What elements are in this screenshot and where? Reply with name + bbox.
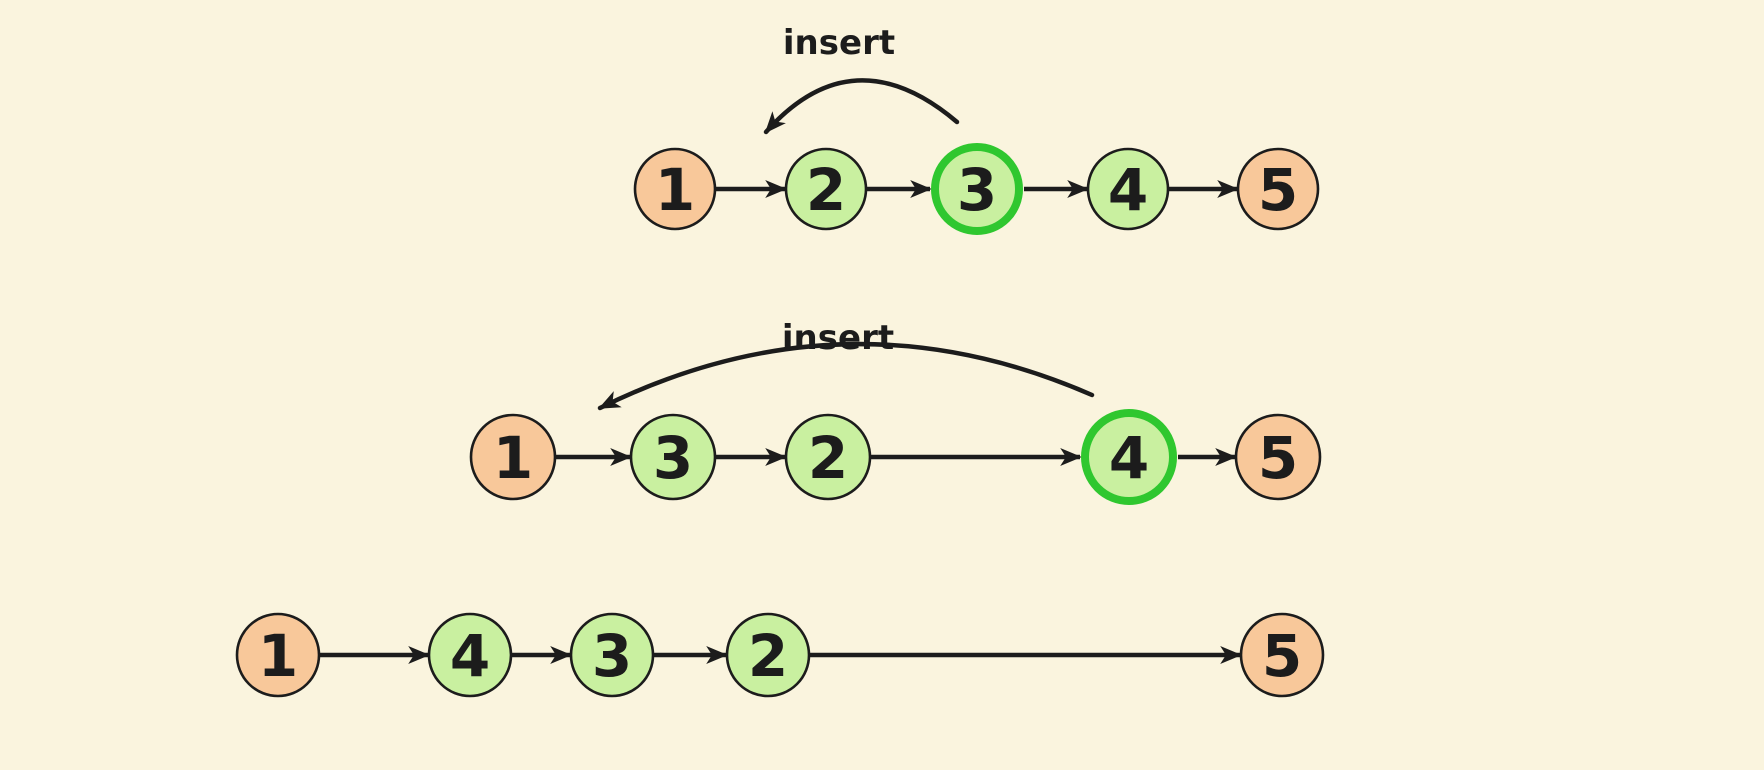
list-node-value: 1 <box>655 156 695 224</box>
list-node: 1 <box>469 413 557 501</box>
list-node-value: 4 <box>1109 424 1149 492</box>
list-node-circle <box>469 413 557 501</box>
list-node-circle <box>569 612 655 698</box>
list-node-value: 4 <box>450 622 490 690</box>
list-node-circle <box>633 147 717 231</box>
list-node-circle <box>784 147 868 231</box>
list-node: 1 <box>235 612 321 698</box>
insert-arrow-2 <box>597 341 1095 411</box>
list-node-value: 3 <box>653 424 693 492</box>
list-node: 5 <box>1239 612 1325 698</box>
list-node: 5 <box>1236 147 1320 231</box>
list-node-value: 1 <box>493 424 533 492</box>
list-node: 4 <box>1081 409 1177 505</box>
list-node: 4 <box>1086 147 1170 231</box>
list-node-value: 2 <box>748 622 788 690</box>
insert-label: insert <box>783 23 895 63</box>
list-node-circle <box>235 612 321 698</box>
list-node: 2 <box>784 413 872 501</box>
list-node-circle <box>629 413 717 501</box>
list-node-value: 1 <box>258 622 298 690</box>
list-node-circle <box>725 612 811 698</box>
list-node-circle <box>1236 147 1320 231</box>
list-node: 5 <box>1234 413 1322 501</box>
list-node-circle <box>1234 413 1322 501</box>
list-node-value: 2 <box>806 156 846 224</box>
list-node-value: 5 <box>1258 424 1298 492</box>
list-node: 2 <box>784 147 868 231</box>
list-node: 3 <box>629 413 717 501</box>
list-node-value: 4 <box>1108 156 1148 224</box>
list-node-circle <box>1086 147 1170 231</box>
list-node-circle <box>427 612 513 698</box>
list-node: 2 <box>725 612 811 698</box>
list-node-circle <box>784 413 872 501</box>
list-node: 3 <box>569 612 655 698</box>
list-node-value: 3 <box>592 622 632 690</box>
list-node-circle-highlighted <box>931 143 1023 235</box>
list-node: 3 <box>931 143 1023 235</box>
list-node-circle <box>1239 612 1325 698</box>
insert-label: insert <box>782 318 894 358</box>
list-node-circle-highlighted <box>1081 409 1177 505</box>
list-node: 1 <box>633 147 717 231</box>
insert-arrow-1 <box>763 78 960 135</box>
list-node-value: 5 <box>1258 156 1298 224</box>
list-node-value: 2 <box>808 424 848 492</box>
list-node: 4 <box>427 612 513 698</box>
list-node-value: 3 <box>957 156 997 224</box>
list-node-value: 5 <box>1262 622 1302 690</box>
